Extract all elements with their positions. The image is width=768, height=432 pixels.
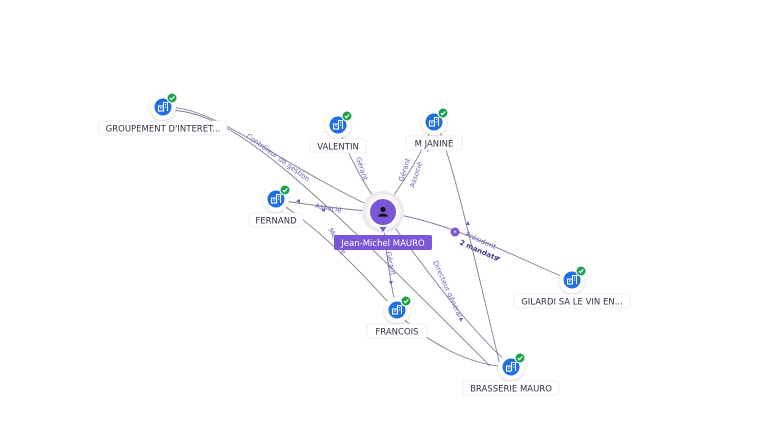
company-icon — [505, 361, 517, 372]
node-label: GROUPEMENT D'INTERET... — [106, 125, 221, 135]
arrow-5 — [466, 221, 470, 225]
node-valentin[interactable]: VALENTIN — [309, 110, 367, 154]
node-label: GILARDI SA LE VIN EN... — [521, 298, 623, 308]
node-label: FERNAND — [255, 217, 297, 227]
check-badge-icon — [166, 92, 178, 104]
edge-groupement[interactable] — [162, 106, 384, 213]
edge-label-francois-2: Gérant — [384, 251, 397, 276]
arrow-4 — [459, 318, 463, 322]
check-badge-icon — [575, 265, 587, 277]
check-badge-icon — [341, 110, 353, 122]
company-icon — [332, 119, 344, 130]
node-brasserie[interactable]: BRASSERIE MAURO — [462, 352, 560, 396]
company-icon — [157, 101, 169, 112]
edge-label-groupement: Contrôleur de gestion — [245, 132, 311, 183]
node-groupement[interactable]: GROUPEMENT D'INTERET... — [98, 92, 228, 136]
edge-gilardi[interactable] — [382, 211, 571, 281]
company-icon — [566, 274, 578, 285]
person-icon — [378, 206, 388, 217]
arrow-2 — [321, 208, 325, 212]
node-label: VALENTIN — [317, 143, 359, 153]
arrow-3 — [389, 281, 393, 285]
node-francois[interactable]: FRANCOIS — [366, 295, 428, 339]
center-person-label: Jean-Michel MAURO — [340, 239, 425, 249]
edge-label-brasserie: Directeur général — [431, 260, 463, 319]
edge-groupement-fernand[interactable] — [166, 109, 491, 367]
edge-label-mjanine-2: Associé — [408, 161, 424, 189]
node-fernand[interactable]: FERNAND — [248, 184, 304, 228]
center-person-node[interactable]: Jean-Michel MAURO — [334, 191, 432, 250]
edge-label-fernand: Associé — [315, 202, 342, 214]
check-badge-icon — [437, 107, 449, 119]
node-gilardi[interactable]: GILARDI SA LE VIN EN... — [513, 265, 631, 309]
node-label: BRASSERIE MAURO — [470, 385, 552, 395]
node-label: FRANCOIS — [375, 328, 418, 338]
company-icon — [270, 193, 282, 204]
company-icon — [391, 304, 403, 315]
arrow-6 — [497, 256, 501, 260]
mandate-badge-star-icon: * — [453, 229, 457, 237]
node-label: M JANINE — [415, 140, 454, 150]
check-badge-icon — [279, 184, 291, 196]
node-mjanine[interactable]: M JANINE — [405, 107, 463, 151]
edge-francois-brasserie[interactable] — [395, 311, 509, 368]
edge-brasserie[interactable] — [382, 211, 511, 366]
check-badge-icon — [400, 295, 412, 307]
arrow-1 — [296, 199, 300, 203]
mandate-badge[interactable] — [450, 227, 460, 237]
company-icon — [428, 116, 440, 127]
check-badge-icon — [514, 352, 526, 364]
